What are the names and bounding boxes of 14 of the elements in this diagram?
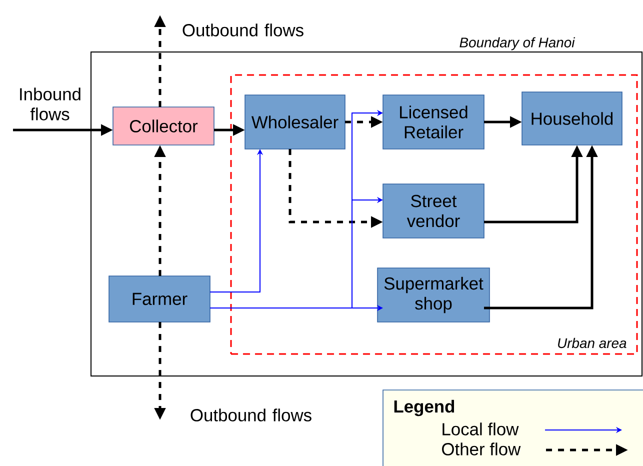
legend-title: Legend [394, 400, 454, 416]
process-box: Collector [112, 106, 214, 146]
process-box: Wholesaler [244, 94, 346, 150]
process-box: Household [522, 92, 622, 146]
edge-label: Outbound flows [182, 24, 304, 36]
legend-text: Other flow [442, 442, 521, 456]
legend-text: Local flow [442, 422, 519, 436]
process-box: Supermarket shop [377, 268, 490, 322]
process-box: Farmer [108, 276, 210, 322]
process-box: Licensed Retailer [382, 94, 484, 150]
process-box: Street vendor [382, 184, 484, 238]
node-label: Boundary of Hanoi [460, 37, 576, 50]
edge-label: Inbound flows [20, 88, 80, 120]
edge-label: Outbound flows [190, 408, 312, 422]
